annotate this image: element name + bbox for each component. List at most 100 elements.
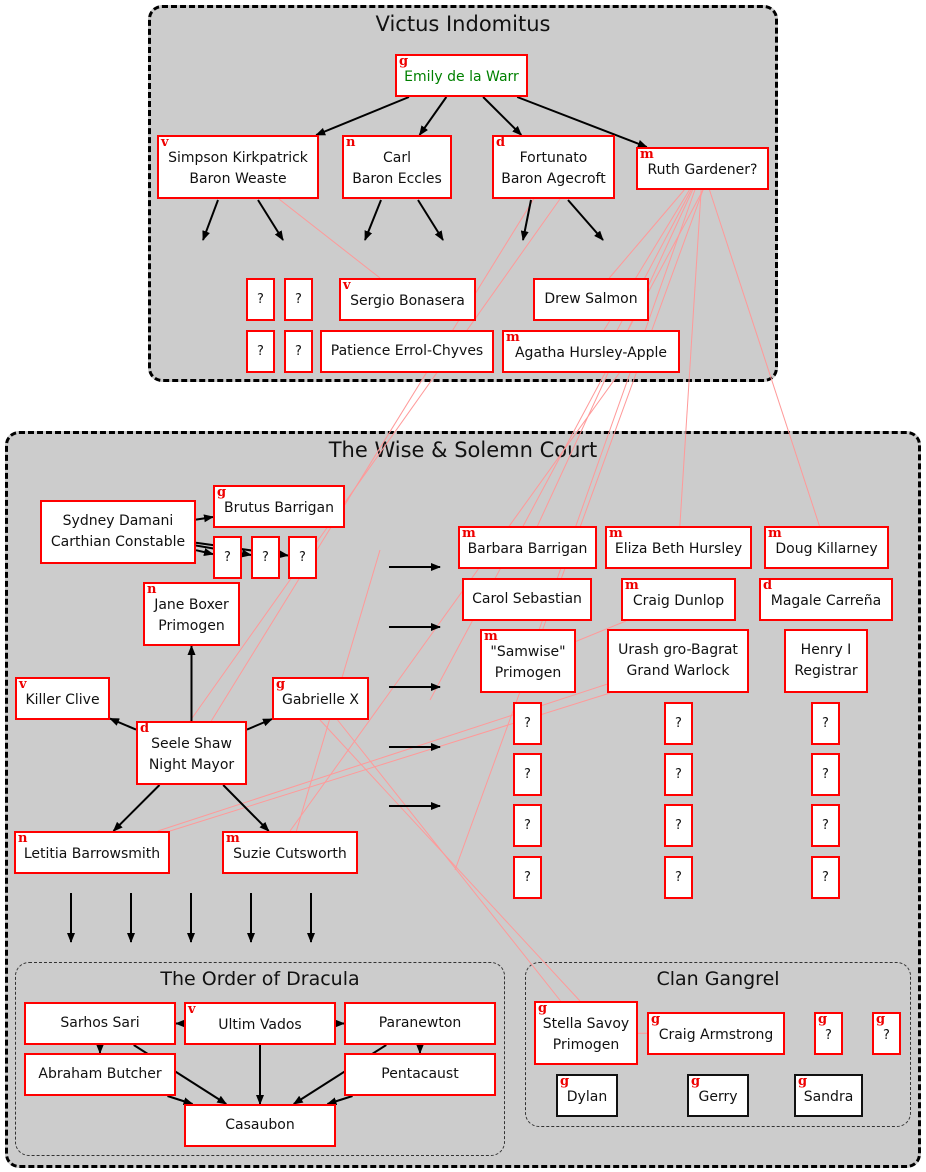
gangrel-clan-icon: g [691, 1074, 701, 1089]
node-carol[interactable]: Carol Sebastian [462, 578, 592, 621]
node-c2q2[interactable]: ? [664, 753, 693, 796]
node-c3q3[interactable]: ? [811, 804, 840, 847]
node-patience[interactable]: Patience Errol-Chyves [320, 330, 494, 373]
node-label: ? [524, 870, 531, 885]
group-title: The Order of Dracula [160, 968, 360, 990]
node-label: ? [295, 344, 302, 359]
node-label: ? [524, 767, 531, 782]
node-c2q1[interactable]: ? [664, 702, 693, 745]
mekhet-clan-icon: m [640, 147, 654, 162]
node-drew[interactable]: Drew Salmon [533, 278, 649, 321]
node-henry[interactable]: Henry I Registrar [784, 629, 868, 693]
node-c1q3[interactable]: ? [513, 804, 542, 847]
node-label: Gabrielle X [281, 692, 359, 708]
node-samwise[interactable]: m"Samwise" Primogen [480, 629, 576, 693]
node-label: Emily de la Warr [404, 69, 519, 85]
node-label: Sarhos Sari [60, 1015, 140, 1031]
node-label: Urash gro-Bagrat Grand Warlock [618, 642, 738, 679]
node-c3q4[interactable]: ? [811, 856, 840, 899]
node-label: Carl Baron Eccles [352, 150, 442, 187]
node-c2q4[interactable]: ? [664, 856, 693, 899]
node-label: Suzie Cutsworth [233, 846, 347, 862]
gangrel-clan-icon: g [876, 1012, 886, 1027]
node-label: Doug Killarney [775, 541, 878, 557]
node-vq1[interactable]: ? [246, 278, 275, 321]
node-label: Ultim Vados [218, 1017, 302, 1033]
node-c2q3[interactable]: ? [664, 804, 693, 847]
node-label: ? [257, 292, 264, 307]
node-label: ? [257, 344, 264, 359]
node-c1q4[interactable]: ? [513, 856, 542, 899]
node-sq2[interactable]: ? [251, 536, 280, 579]
node-label: Simpson Kirkpatrick Baron Weaste [168, 150, 308, 187]
node-c1q2[interactable]: ? [513, 753, 542, 796]
node-label: ? [524, 716, 531, 731]
node-vq4[interactable]: ? [284, 330, 313, 373]
ventrue-clan-icon: v [161, 135, 169, 150]
node-label: ? [295, 292, 302, 307]
group-title: Clan Gangrel [656, 968, 780, 990]
node-label: Patience Errol-Chyves [330, 343, 484, 359]
node-sq3[interactable]: ? [288, 536, 317, 579]
node-vq2[interactable]: ? [284, 278, 313, 321]
node-label: Fortunato Baron Agecroft [501, 150, 606, 187]
node-label: Jane Boxer Primogen [154, 597, 229, 634]
node-gq2[interactable]: g? [872, 1012, 901, 1055]
nosferatu-clan-icon: n [346, 135, 356, 150]
node-sq1[interactable]: ? [213, 536, 242, 579]
node-label: "Samwise" Primogen [490, 644, 566, 681]
node-label: Drew Salmon [544, 291, 638, 307]
node-pentacaust[interactable]: Pentacaust [344, 1053, 496, 1096]
node-abraham[interactable]: Abraham Butcher [24, 1053, 176, 1096]
node-label: Letitia Barrowsmith [23, 846, 161, 862]
node-label: ? [822, 870, 829, 885]
node-gq1[interactable]: g? [814, 1012, 843, 1055]
gangrel-clan-icon: g [798, 1074, 808, 1089]
node-label: Sergio Bonasera [350, 293, 465, 309]
node-c3q2[interactable]: ? [811, 753, 840, 796]
node-label: Pentacaust [381, 1066, 459, 1082]
node-label: Dylan [566, 1089, 608, 1105]
node-sarhos[interactable]: Sarhos Sari [24, 1002, 176, 1045]
node-label: Sydney Damani Carthian Constable [50, 513, 186, 550]
node-urash[interactable]: Urash gro-Bagrat Grand Warlock [607, 629, 749, 693]
node-sydney[interactable]: Sydney Damani Carthian Constable [40, 500, 196, 564]
node-vq3[interactable]: ? [246, 330, 275, 373]
node-label: Craig Armstrong [658, 1027, 774, 1043]
node-c3q1[interactable]: ? [811, 702, 840, 745]
node-c1q1[interactable]: ? [513, 702, 542, 745]
node-label: Magale Carreña [770, 593, 882, 609]
node-label: ? [524, 818, 531, 833]
node-label: Sandra [803, 1089, 854, 1105]
node-casaubon[interactable]: Casaubon [184, 1104, 336, 1147]
node-label: Craig Dunlop [632, 593, 725, 609]
node-label: ? [675, 716, 682, 731]
mekhet-clan-icon: m [625, 578, 639, 593]
node-paranewton[interactable]: Paranewton [344, 1002, 496, 1045]
